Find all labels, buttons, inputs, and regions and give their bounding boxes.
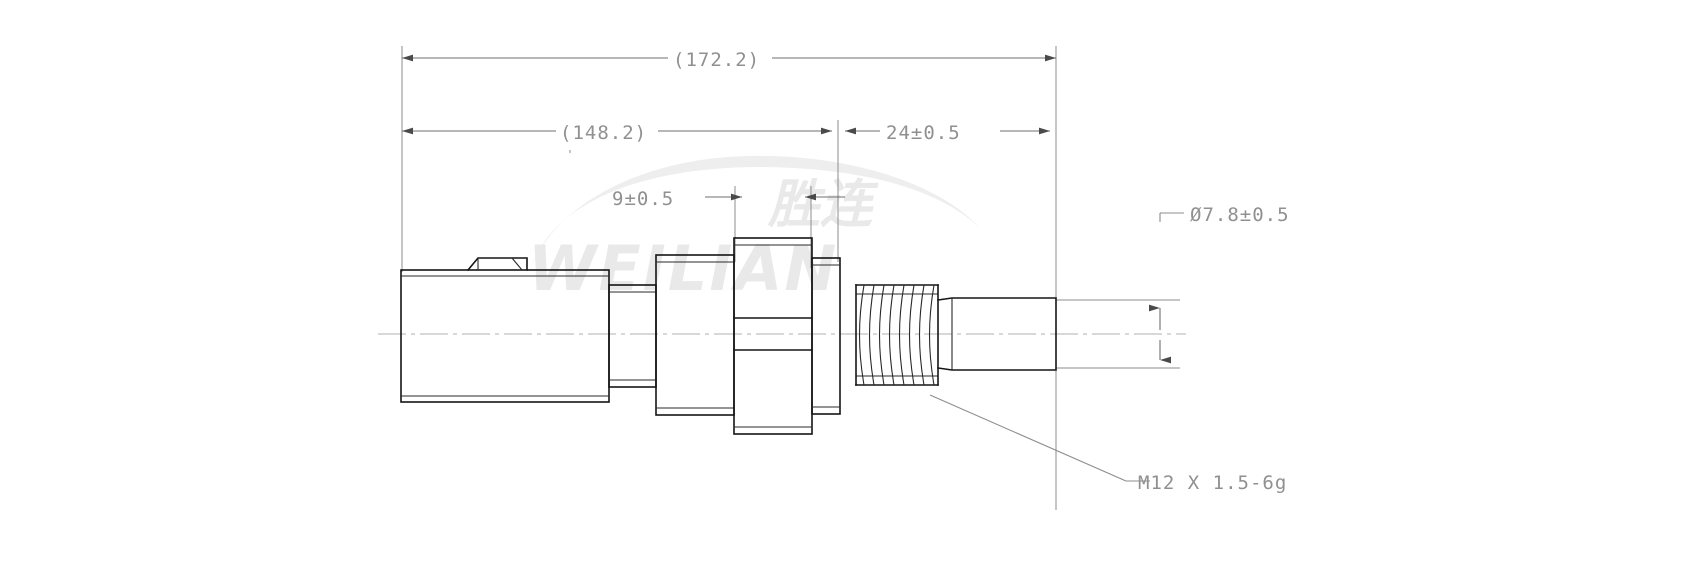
seal-washer-outline (811, 257, 841, 415)
probe-tip (937, 297, 1057, 371)
collar-section (655, 254, 735, 416)
leader-thread-diagonal (929, 394, 1127, 482)
neck-outline (608, 284, 657, 388)
thread-profile-lines (858, 284, 935, 386)
dim-label-overall-length: (172.2) (673, 49, 760, 71)
collar-outline (655, 254, 735, 416)
dimension-overall-length: (172.2) (402, 49, 1056, 71)
dim-label-body-length: (148.2) (560, 122, 647, 144)
dimension-thread-length: 24±0.5 (845, 122, 1050, 144)
part-geometry (400, 237, 1057, 435)
dimension-tip-diameter: Ø7.8±0.5 (1149, 204, 1290, 364)
dim-label-thread-length: 24±0.5 (886, 122, 961, 144)
dimension-body-length: (148.2) (402, 122, 832, 153)
seal-washer (811, 257, 841, 415)
probe-tip-outline (937, 297, 1057, 371)
annotation-label-thread: M12 X 1.5-6g (1138, 472, 1287, 494)
hex-nut (733, 237, 813, 435)
threaded-section (855, 284, 939, 386)
dimension-hex-length: 9±0.5 (612, 188, 845, 210)
dim-label-tip-diameter: Ø7.8±0.5 (1190, 204, 1290, 226)
connector-body-outline (400, 269, 610, 403)
extension-lines (401, 46, 1180, 510)
connector-latch (466, 257, 528, 272)
connector-latch-bevel (511, 257, 523, 271)
neck-section (608, 284, 657, 388)
hex-nut-outline (733, 237, 813, 435)
dim-label-hex-length: 9±0.5 (612, 188, 674, 210)
annotation-thread-callout: M12 X 1.5-6g (929, 394, 1287, 494)
connector-housing (400, 257, 610, 403)
